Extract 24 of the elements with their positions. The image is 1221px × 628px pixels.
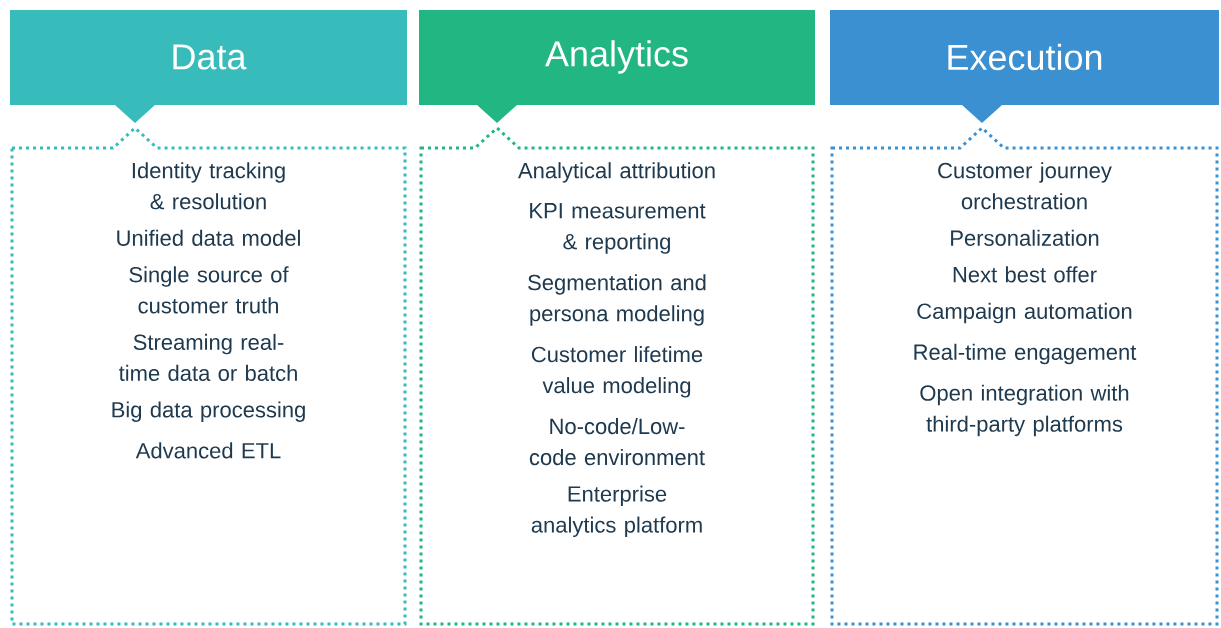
- list-item: Campaign automation: [917, 302, 1132, 324]
- list-item: Customer lifetime value modeling: [531, 346, 703, 398]
- list-item: Segmentation and persona modeling: [528, 274, 706, 326]
- list-item: KPI measurement & reporting: [530, 203, 706, 254]
- list-item: Next best offer: [953, 266, 1097, 283]
- dotted-panel: [419, 125, 815, 626]
- list-item: Enterprise analytics platform: [531, 485, 702, 538]
- list-item: Single source of customer truth: [129, 266, 289, 314]
- list-item: Real-time engagement: [914, 343, 1137, 365]
- list-item: Streaming real-time data or batch: [118, 333, 297, 381]
- list-item: Identity tracking & resolution: [132, 162, 285, 210]
- header-banner: Analytics: [419, 10, 815, 123]
- list-item: Customer journey orchestration: [938, 162, 1112, 210]
- list-item: Personalization: [951, 229, 1099, 246]
- list-item: Unified data model: [117, 229, 300, 246]
- dotted-panel: [10, 125, 407, 626]
- header-banner: Data: [10, 10, 407, 123]
- list-item: No-code/Low-code environment: [529, 418, 705, 466]
- header-banner: Execution: [830, 10, 1219, 123]
- list-item: Open integration with third-party platforms: [920, 384, 1129, 437]
- list-item: Analytical attribution: [518, 162, 715, 183]
- list-item: Advanced ETL: [135, 442, 281, 459]
- list-item: Big data processing: [112, 401, 305, 422]
- dotted-panel: [830, 125, 1219, 626]
